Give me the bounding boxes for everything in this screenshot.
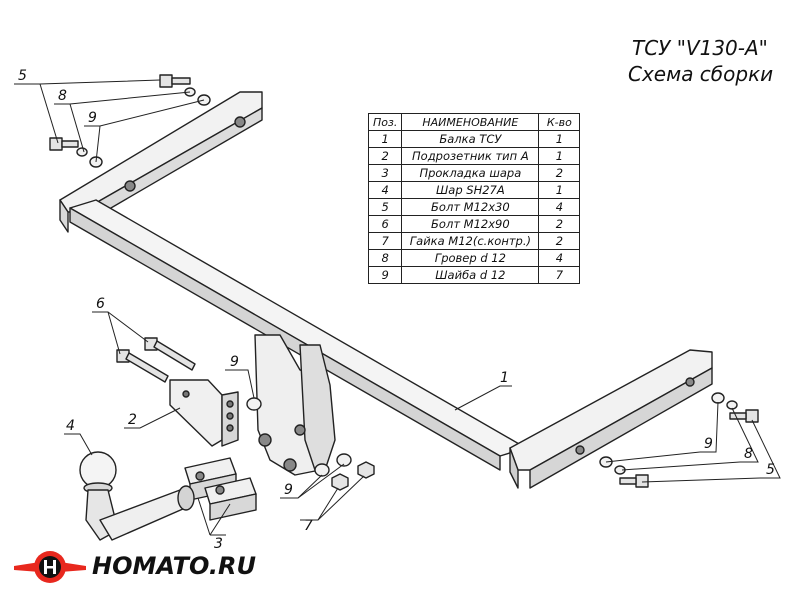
cell-name: Гайка М12(с.контр.) <box>401 232 540 250</box>
diagram-title: ТСУ "V130-A" <box>632 36 768 60</box>
tow-ball-part-4 <box>79 451 195 541</box>
diagram-subtitle: Схема сборки <box>628 62 774 86</box>
cell-name: Балка ТСУ <box>401 130 540 148</box>
cell-qty: 2 <box>538 215 581 233</box>
cell-name: Шар SH27A <box>401 181 540 199</box>
cell-qty: 2 <box>538 232 581 250</box>
callout-6: 6 <box>96 296 105 312</box>
ball-spacers-part-3 <box>184 457 257 521</box>
cell-pos: 7 <box>367 232 403 250</box>
bolt-m12x30-right-upper <box>729 409 759 423</box>
cell-name: Болт М12х30 <box>401 198 540 216</box>
homato-logo-icon <box>14 551 86 583</box>
cell-pos: 4 <box>367 181 403 199</box>
cell-pos: 6 <box>367 215 403 233</box>
cell-pos: 2 <box>367 147 403 165</box>
parts-table-header: Поз. НАИМЕНОВАНИЕ К-во <box>367 113 581 131</box>
callout-5-right: 5 <box>766 462 775 478</box>
callout-5-top: 5 <box>18 68 27 84</box>
cell-qty: 7 <box>538 266 581 284</box>
socket-bracket-part-2 <box>169 379 239 447</box>
callout-9-top: 9 <box>88 110 97 126</box>
bolt-m12x90-upper <box>144 337 196 371</box>
callout-2: 2 <box>128 412 137 428</box>
tow-beam-part-1 <box>59 91 713 489</box>
header-qty: К-во <box>538 113 581 131</box>
cell-name: Болт М12х90 <box>401 215 540 233</box>
callout-1: 1 <box>500 370 509 386</box>
header-pos: Поз. <box>367 113 403 131</box>
cell-pos: 5 <box>367 198 403 216</box>
cell-pos: 1 <box>367 130 403 148</box>
callout-7: 7 <box>304 518 313 534</box>
callout-9-right: 9 <box>704 436 713 452</box>
bolt-m12x30-top <box>159 74 191 88</box>
header-name: НАИМЕНОВАНИЕ <box>401 113 540 131</box>
cell-qty: 1 <box>538 147 581 165</box>
callout-9-low: 9 <box>284 482 293 498</box>
cell-qty: 2 <box>538 164 581 182</box>
callout-labels: 5 8 9 6 9 2 4 3 9 7 1 9 8 5 <box>18 68 775 552</box>
cell-name: Шайба d 12 <box>401 266 540 284</box>
bolt-m12x30-right-lower <box>619 474 649 488</box>
cell-qty: 1 <box>538 181 581 199</box>
cell-qty: 4 <box>538 249 581 267</box>
callout-8-right: 8 <box>744 446 753 462</box>
site-logo-text[interactable]: HOMATO.RU <box>92 552 256 580</box>
bolt-m12x30-left <box>49 137 79 151</box>
callout-9-mid: 9 <box>230 354 239 370</box>
cell-qty: 1 <box>538 130 581 148</box>
callout-4: 4 <box>66 418 75 434</box>
cell-name: Гровер d 12 <box>401 249 540 267</box>
bolt-m12x90-lower <box>116 349 169 383</box>
lock-nuts-part-7 <box>331 461 375 491</box>
callout-3: 3 <box>214 536 223 552</box>
cell-pos: 8 <box>367 249 403 267</box>
callout-8-top: 8 <box>58 88 67 104</box>
cell-name: Подрозетник тип А <box>401 147 540 165</box>
cell-pos: 9 <box>367 266 403 284</box>
leader-lines <box>14 79 781 536</box>
cell-pos: 3 <box>367 164 403 182</box>
washers <box>76 87 738 477</box>
cell-qty: 4 <box>538 198 581 216</box>
cell-name: Прокладка шара <box>401 164 540 182</box>
